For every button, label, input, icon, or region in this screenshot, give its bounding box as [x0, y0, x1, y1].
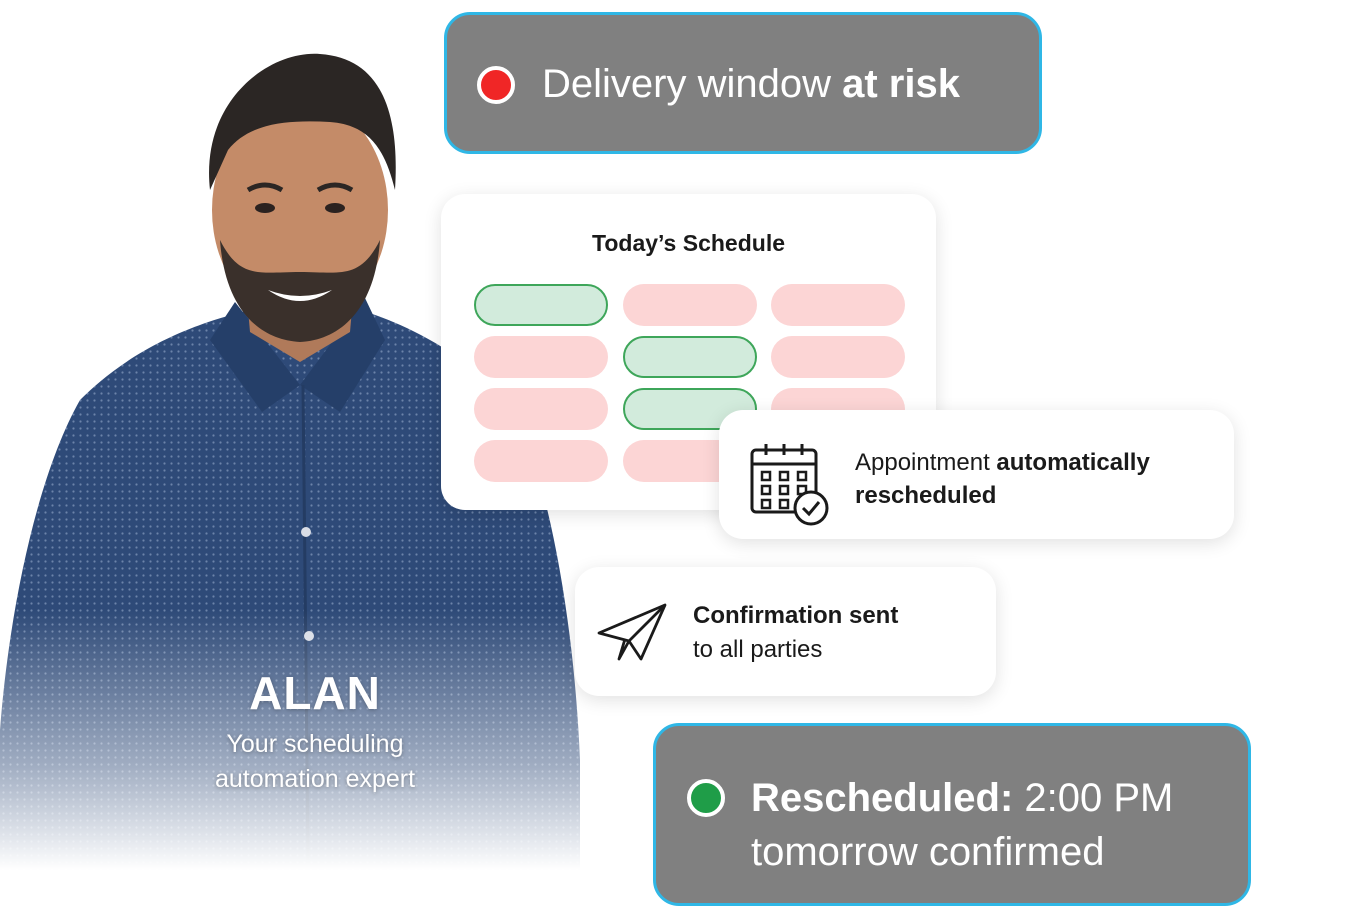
green-status-dot-icon [687, 779, 725, 817]
schedule-slot-available [474, 284, 608, 326]
schedule-slot-booked [623, 284, 757, 326]
result-time: 2:00 PM [1013, 776, 1174, 820]
schedule-slot-booked [474, 336, 608, 378]
rescheduled-confirmation-badge: Rescheduled: 2:00 PM tomorrow confirmed [653, 723, 1251, 906]
person-role-line1: Your scheduling [226, 730, 404, 758]
schedule-slot-booked [474, 388, 608, 430]
person-name: ALAN [249, 667, 381, 719]
result-text: Rescheduled: 2:00 PM tomorrow confirmed [751, 771, 1173, 879]
person-role: Your scheduling automation expert [0, 727, 630, 797]
person-photo [0, 40, 580, 870]
reschedule-emphasis-line1: automatically [996, 449, 1150, 476]
result-line2: tomorrow confirmed [751, 830, 1105, 874]
confirmation-card: Confirmation sent to all parties [575, 567, 996, 696]
reschedule-text: Appointment automatically rescheduled [855, 446, 1150, 512]
confirmation-title: Confirmation sent [693, 602, 899, 629]
schedule-slot-available [623, 336, 757, 378]
paper-plane-icon [597, 603, 667, 661]
alert-text: Delivery window at risk [542, 60, 960, 108]
schedule-title: Today’s Schedule [592, 230, 785, 256]
result-label: Rescheduled: [751, 776, 1014, 820]
red-status-dot-icon [477, 66, 515, 104]
calendar-check-icon [750, 444, 829, 526]
reschedule-emphasis-line2: rescheduled [855, 482, 997, 509]
photo-fade [0, 610, 580, 870]
delivery-risk-alert: Delivery window at risk [444, 12, 1042, 154]
alert-emphasis: at risk [842, 62, 960, 106]
person-role-line2: automation expert [214, 765, 416, 793]
confirmation-text: Confirmation sent to all parties [693, 599, 898, 667]
alert-text-main: Delivery window [542, 62, 843, 106]
schedule-slot-booked [771, 336, 905, 378]
reschedule-text-main: Appointment [855, 449, 997, 476]
schedule-slot-booked [474, 440, 608, 482]
reschedule-card: Appointment automatically rescheduled [719, 410, 1234, 539]
confirmation-subtitle: to all parties [693, 636, 823, 663]
schedule-slot-booked [771, 284, 905, 326]
